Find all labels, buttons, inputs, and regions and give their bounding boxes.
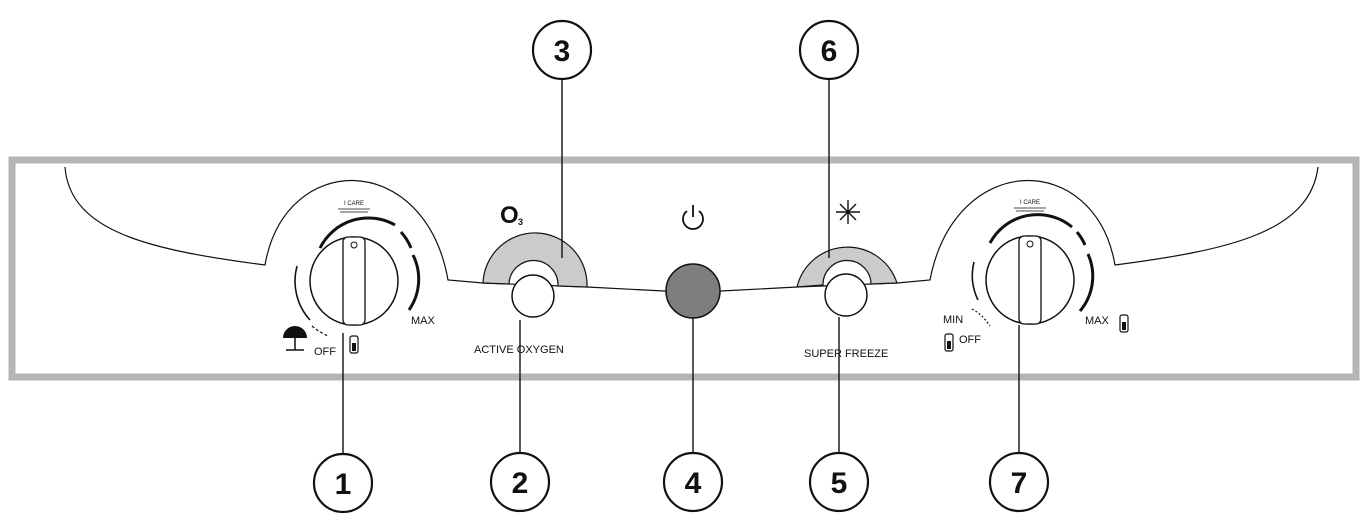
super-freeze-label: SUPER FREEZE bbox=[804, 348, 888, 360]
right-dial-min-label: MIN bbox=[943, 314, 963, 326]
super-freeze-control: SUPER FREEZE bbox=[796, 200, 898, 360]
callout-3-number: 3 bbox=[554, 35, 571, 68]
active-oxygen-light-arc bbox=[482, 232, 588, 288]
power-control bbox=[665, 205, 721, 319]
right-dial-grip[interactable] bbox=[1018, 235, 1042, 325]
right-dial-ring-3 bbox=[1078, 253, 1095, 312]
right-dial-indicator bbox=[1026, 240, 1034, 248]
right-dial-ring-2 bbox=[1075, 231, 1087, 246]
left-dial-ring-5 bbox=[311, 325, 329, 337]
callout-2-number: 2 bbox=[512, 467, 529, 500]
thermometer-icon bbox=[944, 333, 954, 352]
thermometer-icon bbox=[349, 335, 359, 354]
callout-7-number: 7 bbox=[1011, 467, 1028, 500]
callout-4: 4 bbox=[662, 451, 724, 513]
left-dial-grip[interactable] bbox=[342, 236, 366, 326]
active-oxygen-button[interactable] bbox=[511, 274, 555, 318]
left-dial-ring-1 bbox=[318, 216, 396, 249]
left-dial-ring-4 bbox=[294, 265, 311, 321]
left-dial-off-label: OFF bbox=[314, 346, 336, 358]
left-dial-ring-2 bbox=[399, 230, 413, 249]
min-dotted-tick bbox=[971, 308, 991, 327]
callout-2: 2 bbox=[489, 451, 551, 513]
left-dial-indicator bbox=[350, 241, 358, 249]
callout-4-number: 4 bbox=[685, 467, 702, 500]
active-oxygen-control: O 3 ACTIVE OXYGEN bbox=[474, 202, 588, 356]
right-dial-care-label: I CARE bbox=[1020, 200, 1040, 206]
left-thermostat-dial: I CARE MAX OFF bbox=[283, 201, 436, 358]
callout-6-number: 6 bbox=[821, 35, 838, 68]
super-freeze-light-arc bbox=[796, 246, 898, 288]
left-dial-max-label: MAX bbox=[411, 315, 436, 327]
ozone-symbol: O bbox=[500, 202, 519, 229]
right-dial-max-label: MAX bbox=[1085, 315, 1110, 327]
left-dial-ring-3 bbox=[407, 254, 421, 311]
callout-6: 6 bbox=[798, 19, 860, 81]
super-freeze-button[interactable] bbox=[824, 273, 868, 317]
ozone-subscript: 3 bbox=[518, 217, 523, 227]
panel-frame bbox=[8, 156, 1360, 381]
right-dial-off-label: OFF bbox=[959, 334, 981, 346]
active-oxygen-label: ACTIVE OXYGEN bbox=[474, 344, 564, 356]
callout-5-number: 5 bbox=[831, 467, 848, 500]
left-dial-care-label: I CARE bbox=[344, 201, 364, 207]
umbrella-icon bbox=[283, 326, 307, 351]
hand-icon bbox=[338, 208, 370, 213]
callout-5: 5 bbox=[808, 451, 870, 513]
callout-1: 1 bbox=[312, 452, 374, 514]
power-icon bbox=[682, 205, 704, 230]
right-dial-ring-1 bbox=[988, 213, 1073, 244]
leader-lines bbox=[342, 79, 1020, 454]
callout-3: 3 bbox=[531, 19, 593, 81]
hand-icon bbox=[1014, 207, 1046, 212]
snowflake-icon bbox=[836, 200, 860, 224]
callout-1-number: 1 bbox=[335, 468, 352, 501]
callout-7: 7 bbox=[988, 451, 1050, 513]
power-button[interactable] bbox=[665, 263, 721, 319]
thermometer-icon bbox=[1119, 314, 1129, 333]
right-thermostat-dial: I CARE MIN MAX OFF bbox=[943, 200, 1129, 352]
right-dial-ring-4 bbox=[971, 261, 979, 301]
